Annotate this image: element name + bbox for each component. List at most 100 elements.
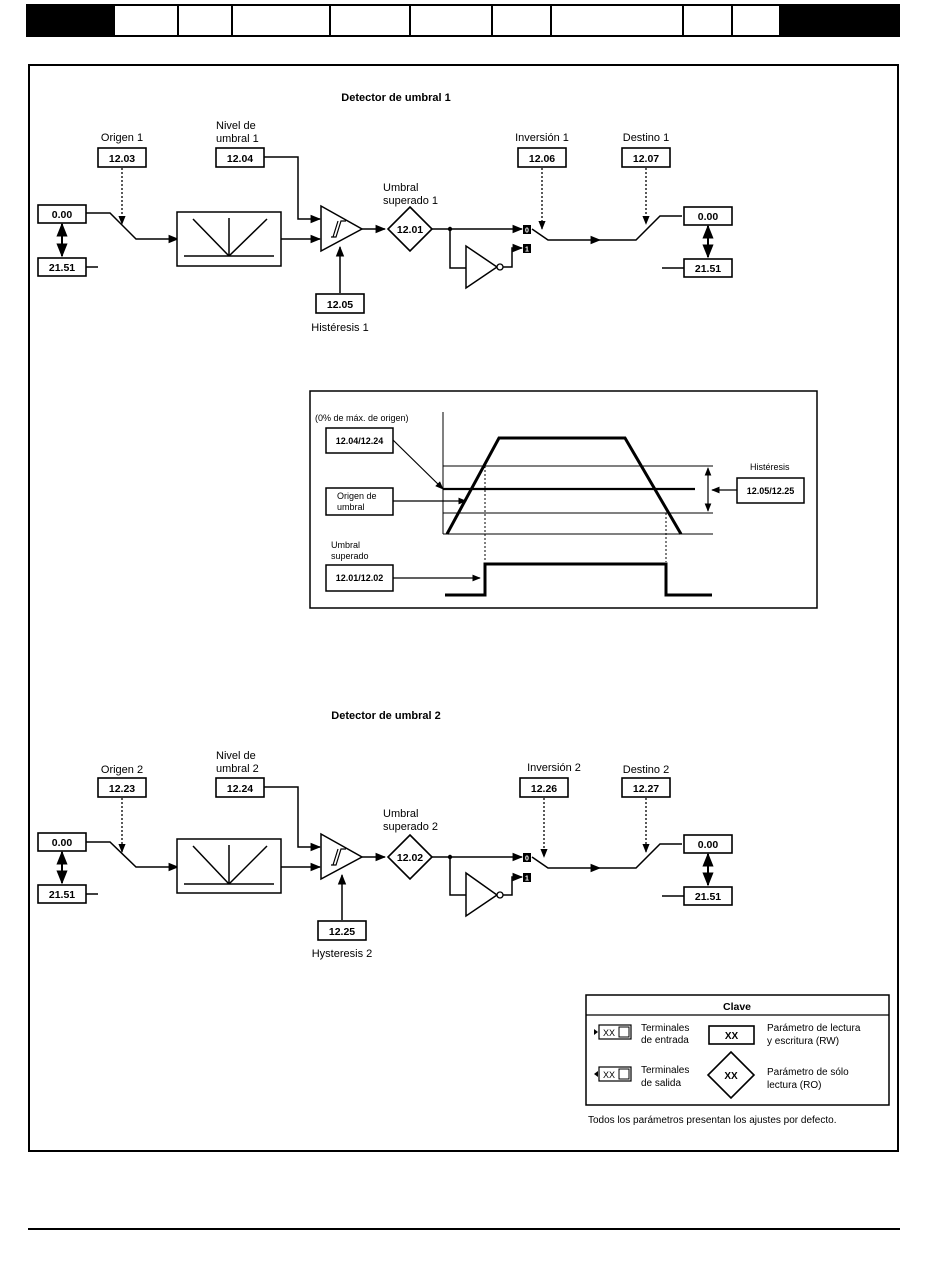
inverter-symbol bbox=[465, 244, 499, 290]
source-waveform bbox=[445, 436, 683, 535]
output-terminal-value: 0.00 bbox=[698, 839, 719, 851]
input-arrow-icon bbox=[594, 1029, 598, 1035]
legend: Clave XX Terminales de entrada XX Termin… bbox=[585, 994, 890, 1126]
invert-param: 12.06 bbox=[529, 153, 555, 165]
hysteresis-param: 12.25 bbox=[329, 926, 355, 938]
output-terminal-ref: 21.51 bbox=[695, 891, 721, 903]
exceeded-label-line2: superado 1 bbox=[383, 195, 438, 207]
level-label-line2: umbral 2 bbox=[216, 763, 259, 775]
inverter-bubble bbox=[496, 891, 504, 899]
hysteresis-param: 12.05 bbox=[327, 299, 353, 311]
detector-2: Detector de umbral 2 Origen 2 Nivel de u… bbox=[37, 710, 733, 960]
exceeded-label-line1: Umbral bbox=[383, 182, 418, 194]
output-switch-line bbox=[600, 843, 682, 869]
inverter-feed bbox=[449, 857, 466, 896]
level-to-comparator bbox=[264, 156, 322, 224]
inverter-feed bbox=[449, 229, 466, 269]
header-tab bbox=[682, 6, 731, 35]
output-terminal-value: 0.00 bbox=[698, 211, 719, 223]
inverter-symbol bbox=[465, 871, 499, 918]
switch-pos-1-label: 1 bbox=[525, 876, 529, 883]
source-param-box[interactable] bbox=[97, 777, 147, 798]
detector-1-title: Detector de umbral 1 bbox=[341, 92, 450, 104]
ro-label-2: lectura (RO) bbox=[767, 1080, 821, 1091]
exceeded-label-line1: Umbral bbox=[331, 540, 360, 550]
source-label-box bbox=[325, 487, 394, 516]
rw-label-2: y escritura (RW) bbox=[767, 1036, 839, 1047]
legend-title: Clave bbox=[723, 1001, 751, 1013]
source-label-line2: umbral bbox=[337, 502, 365, 512]
switch-pos-0-label: 0 bbox=[525, 856, 529, 863]
exceeded-param: 12.02 bbox=[397, 852, 423, 864]
rw-param-symbol bbox=[708, 1025, 755, 1045]
source-label: Origen 1 bbox=[101, 132, 143, 144]
rw-param-symbol-text: XX bbox=[725, 1031, 739, 1042]
output-terminal-square bbox=[618, 1068, 630, 1080]
source-param: 12.23 bbox=[109, 783, 135, 795]
inverter-bubble bbox=[496, 263, 504, 271]
detector-2-title: Detector de umbral 2 bbox=[331, 710, 440, 722]
level-param-box[interactable] bbox=[325, 427, 394, 454]
destination-param: 12.07 bbox=[633, 153, 659, 165]
inverted-path bbox=[503, 872, 524, 896]
invert-param-box[interactable] bbox=[519, 777, 569, 798]
source-label: Origen 2 bbox=[101, 764, 143, 776]
input-terminals-label-2: de entrada bbox=[641, 1035, 689, 1046]
switch-pos-0 bbox=[523, 853, 531, 862]
header-tab bbox=[409, 6, 491, 35]
switch-pos-0-label: 0 bbox=[525, 228, 529, 235]
hysteresis-label: Histéresis bbox=[750, 462, 790, 472]
level-pointer bbox=[392, 439, 444, 490]
invert-switch bbox=[531, 856, 602, 873]
rw-label-1: Parámetro de lectura bbox=[767, 1023, 861, 1034]
hysteresis-label: Histéresis 1 bbox=[311, 322, 368, 334]
exceeded-param: 12.01/12.02 bbox=[336, 573, 384, 583]
level-label-line2: umbral 1 bbox=[216, 133, 259, 145]
invert-param-box[interactable] bbox=[517, 147, 567, 168]
ro-param-symbol bbox=[706, 1050, 756, 1100]
invert-switch bbox=[531, 228, 602, 245]
exceeded-param-diamond[interactable] bbox=[386, 205, 434, 253]
invert-param: 12.26 bbox=[531, 783, 557, 795]
comparator-symbol bbox=[320, 832, 364, 881]
input-terminal-value: 0.00 bbox=[52, 837, 73, 849]
header-tab bbox=[491, 6, 550, 35]
hysteresis-label: Hysteresis 2 bbox=[312, 948, 373, 960]
switch-pos-1 bbox=[523, 244, 531, 253]
page-header-bar bbox=[26, 4, 900, 37]
input-switch-line bbox=[86, 841, 180, 872]
source-param-box[interactable] bbox=[97, 147, 147, 168]
timing-frame bbox=[309, 390, 818, 609]
output-terminals-label-1: Terminales bbox=[641, 1065, 689, 1076]
diagram-frame bbox=[28, 64, 899, 1152]
destination-param-box[interactable] bbox=[621, 147, 671, 168]
output-terminal-ref: 21.51 bbox=[695, 263, 721, 275]
rectifier-right bbox=[228, 845, 268, 885]
footer-rule bbox=[28, 1228, 900, 1230]
ro-label-1: Parámetro de sólo bbox=[767, 1067, 849, 1078]
switch-pos-0 bbox=[523, 225, 531, 234]
hysteresis-param-box[interactable] bbox=[317, 920, 367, 941]
exceeded-param: 12.01 bbox=[397, 224, 423, 236]
destination-label: Destino 1 bbox=[623, 132, 669, 144]
destination-param: 12.27 bbox=[633, 783, 659, 795]
source-label-line1: Origen de bbox=[337, 491, 377, 501]
timing-diagram: (0% de máx. de origen) 12.04/12.24 Orige… bbox=[309, 390, 818, 609]
exceeded-label-line2: superado bbox=[331, 551, 369, 561]
output-waveform bbox=[445, 562, 712, 597]
hysteresis-glyph bbox=[331, 848, 346, 866]
hysteresis-glyph bbox=[331, 220, 346, 238]
exceeded-param-diamond[interactable] bbox=[386, 833, 434, 881]
comparator-symbol bbox=[320, 204, 364, 253]
header-tab bbox=[550, 6, 682, 35]
ro-param-symbol-text: XX bbox=[724, 1071, 738, 1082]
rectifier-right bbox=[228, 218, 268, 257]
hysteresis-param-box[interactable] bbox=[315, 293, 365, 314]
destination-param-box[interactable] bbox=[621, 777, 671, 798]
level-to-comparator bbox=[264, 786, 322, 852]
header-tab bbox=[329, 6, 409, 35]
rectifier-left bbox=[192, 218, 230, 257]
destination-label: Destino 2 bbox=[623, 764, 669, 776]
input-switch-line bbox=[86, 212, 180, 244]
